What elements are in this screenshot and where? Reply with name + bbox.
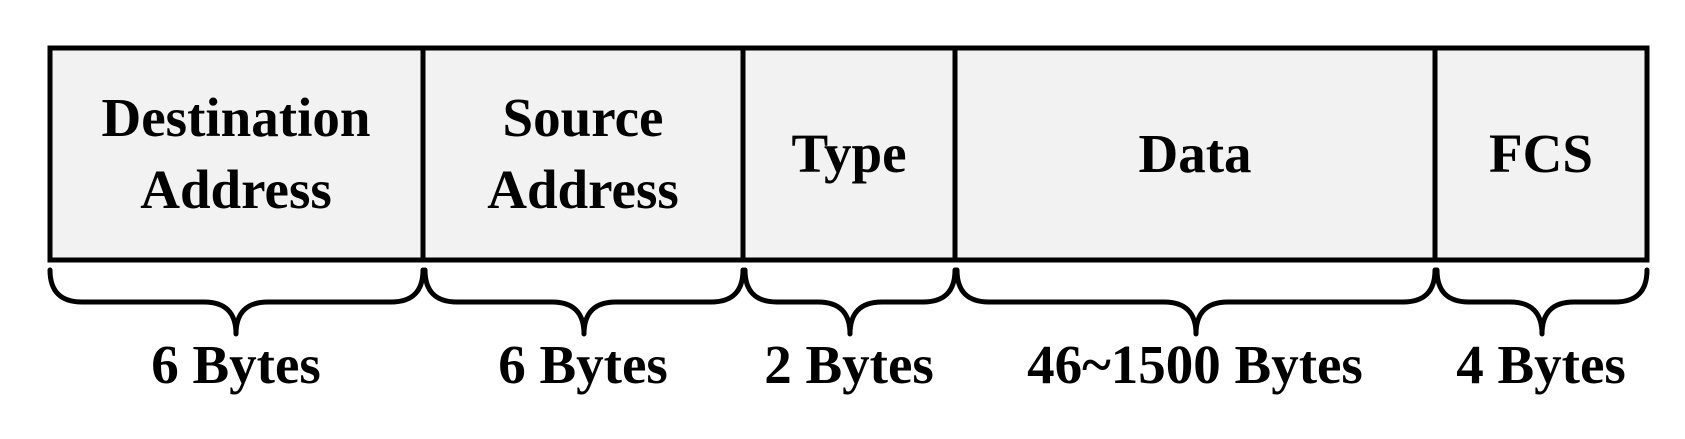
field-label-destination-line1: Destination bbox=[102, 87, 371, 148]
size-label-type: 2 Bytes bbox=[764, 334, 934, 395]
field-label-type: Type bbox=[791, 123, 906, 184]
size-label-destination-address: 6 Bytes bbox=[151, 334, 321, 395]
size-label-fcs: 4 Bytes bbox=[1456, 334, 1626, 395]
field-label-fcs: FCS bbox=[1489, 123, 1593, 184]
field-label-source-line1: Source bbox=[503, 87, 664, 148]
size-label-source-address: 6 Bytes bbox=[498, 334, 668, 395]
field-box-destination-address bbox=[47, 45, 426, 263]
size-labels: 6 Bytes 6 Bytes 2 Bytes 46~1500 Bytes 4 … bbox=[151, 334, 1626, 395]
brace-fcs bbox=[1434, 267, 1650, 337]
brace-destination-address bbox=[47, 267, 426, 337]
field-labels: Destination Address Source Address Type … bbox=[102, 87, 1593, 220]
field-box-type bbox=[740, 45, 958, 263]
field-label-data: Data bbox=[1138, 123, 1251, 184]
field-boxes bbox=[47, 45, 1650, 263]
field-box-source-address bbox=[420, 45, 746, 263]
field-label-destination-line2: Address bbox=[140, 159, 332, 220]
brace-source-address bbox=[422, 267, 746, 337]
size-label-data: 46~1500 Bytes bbox=[1027, 334, 1363, 395]
field-box-fcs bbox=[1432, 45, 1650, 263]
size-braces bbox=[47, 267, 1650, 337]
brace-data bbox=[954, 267, 1438, 337]
field-label-source-line2: Address bbox=[487, 159, 679, 220]
brace-type bbox=[742, 267, 958, 337]
